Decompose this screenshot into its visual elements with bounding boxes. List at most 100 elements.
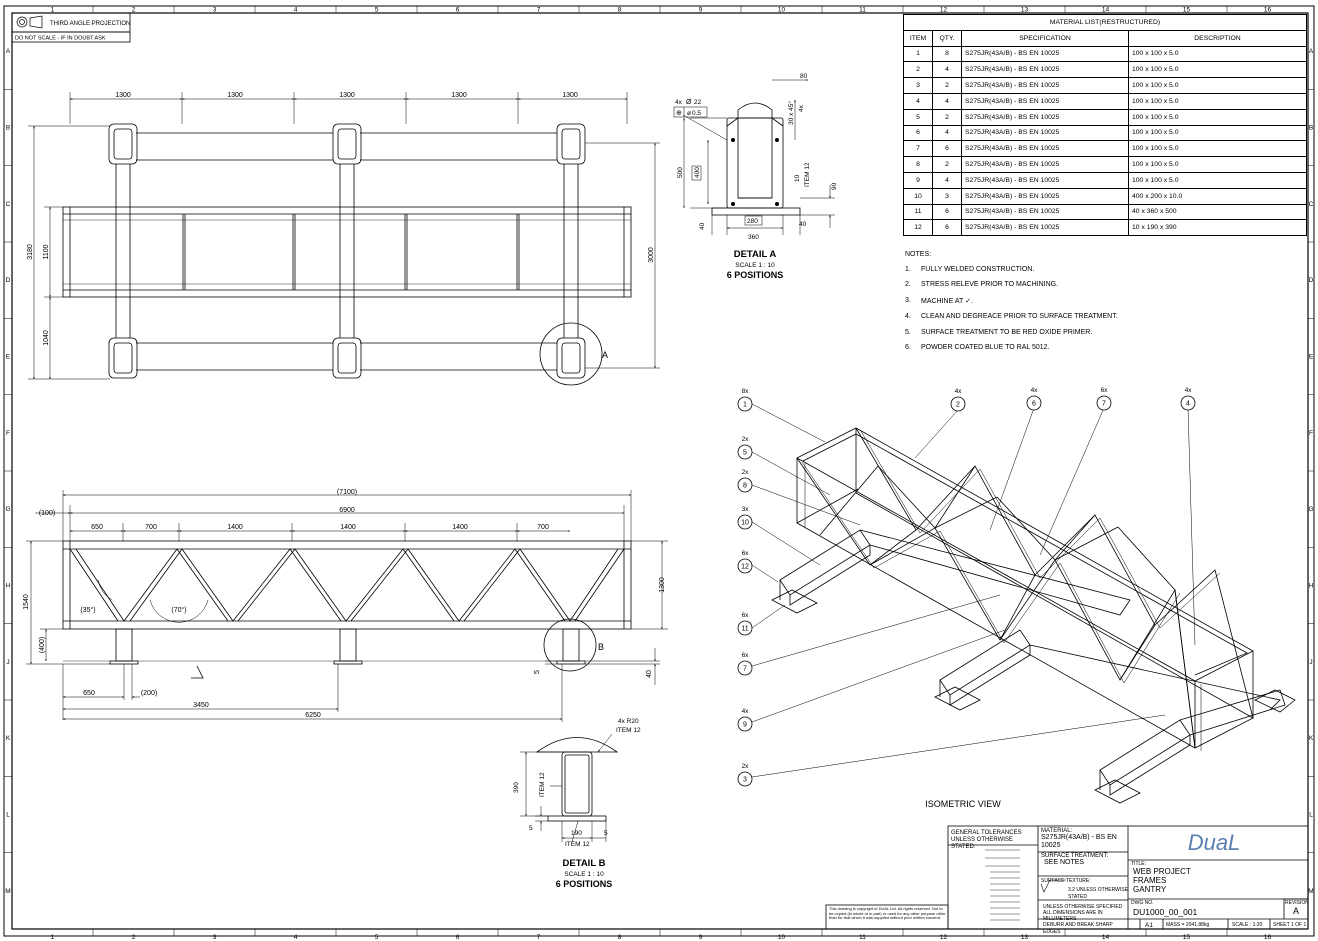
material-list-cell: 40 x 360 x 500 [1128, 203, 1307, 221]
material-list-cell: S275JR(43A/B) - BS EN 10025 [961, 77, 1129, 94]
balloon-number: 7 [743, 666, 747, 673]
note-item: 1.FULLY WELDED CONSTRUCTION. [905, 266, 1305, 273]
note-text: MACHINE AT ✓. [921, 297, 973, 305]
elevation-dimensions [26, 490, 668, 722]
detail-b-gap-left: 5 [529, 825, 533, 832]
detail-b-gap-right: 5 [604, 830, 608, 837]
elevation-bottom-dim-4: 6250 [305, 712, 321, 719]
elevation-bottom-dim-1: 650 [83, 690, 95, 697]
grid-column-label: 10 [778, 934, 786, 941]
projection-symbol-icon [16, 16, 28, 28]
material-list-cell: 100 x 100 x 5.0 [1128, 140, 1307, 158]
elevation-angle-2: (70°) [171, 606, 186, 614]
material-list-cell: 2 [903, 61, 933, 79]
grid-column-label: 9 [699, 7, 703, 14]
elevation-bay-6: 700 [537, 524, 549, 531]
elevation-legs [109, 628, 586, 665]
grid-column-label: 13 [1021, 7, 1029, 14]
detail-b-radius: 4x R20 [618, 718, 639, 725]
balloon-number: 12 [741, 564, 749, 571]
isometric-title: ISOMETRIC VIEW [925, 799, 1001, 809]
grid-column-label: 5 [375, 7, 379, 14]
elevation-bay-1: 650 [91, 524, 103, 531]
grid-row-label: K [6, 735, 11, 742]
note-item: 4.CLEAN AND DEGREACE PRIOR TO SURFACE TR… [905, 313, 1305, 320]
balloon-circle [737, 444, 753, 460]
grid-row-label: F [1309, 430, 1313, 437]
datum-triangle-icon [191, 665, 204, 679]
grid-row-label: A [1309, 48, 1314, 55]
material-list-cell: 6 [932, 219, 962, 237]
detail-a-drawing [711, 102, 801, 216]
isometric-balloons: 18x52x82x103x126x116x76x94x32x24x64x76x4… [737, 387, 1196, 787]
note-number: 5. [905, 328, 911, 336]
detail-a-dim-inner: 400 [694, 167, 701, 178]
tb-dwg-label: DWG NO. [1131, 900, 1154, 906]
grid-row-label: E [1309, 354, 1314, 361]
grid-column-label: 8 [618, 934, 622, 941]
note-text: CLEAN AND DEGREACE PRIOR TO SURFACE TREA… [921, 313, 1118, 321]
tb-mass: MASS = 2041.88kg [1166, 922, 1210, 928]
balloon-number: 11 [741, 626, 748, 633]
notes-heading: NOTES: [905, 251, 932, 258]
grid-row-label: F [6, 430, 10, 437]
plan-dim-beam-width: 1100 [43, 244, 50, 259]
grid-row-label: B [1309, 125, 1313, 132]
material-list-cell: 2 [932, 156, 962, 173]
detail-a-dim-base: 280 [747, 218, 758, 225]
balloon-circle [737, 396, 753, 412]
balloon-number: 1 [743, 402, 747, 409]
balloon-quantity: 6x [742, 652, 750, 659]
material-list-cell: 8 [932, 45, 962, 63]
detail-a-hole-dia: 22 [694, 99, 702, 106]
grid-row-label: M [5, 888, 10, 895]
grid-row-label: L [6, 812, 10, 819]
balloon-circle [1026, 395, 1042, 411]
balloon-number: 3 [743, 777, 747, 784]
grid-column-label: 3 [213, 7, 217, 14]
material-list-cell: S275JR(43A/B) - BS EN 10025 [961, 140, 1129, 158]
grid-column-label: 8 [618, 7, 622, 14]
grid-column-label: 10 [778, 7, 786, 14]
material-list-cell: 100 x 100 x 5.0 [1128, 171, 1307, 189]
tb-surface-label: SURFACE TREATMENT: [1041, 853, 1109, 859]
tb-material: S275JR(43A/B) - BS EN 10025 [1041, 834, 1117, 849]
balloon-quantity: 4x [955, 388, 963, 395]
balloon-quantity: 6x [742, 550, 750, 557]
grid-row-label: H [1309, 583, 1314, 590]
elevation-leg-height: (400) [39, 637, 46, 653]
grid-column-label: 4 [294, 934, 298, 941]
grid-column-label: 15 [1183, 7, 1191, 14]
grid-column-label: 16 [1264, 7, 1272, 14]
material-list-cell: 100 x 100 x 5.0 [1128, 108, 1307, 126]
material-list-title: MATERIAL LIST(RESTRUCTURED) [903, 14, 1307, 31]
isometric-leader-lines [751, 403, 1196, 778]
elevation-length-dim: 6900 [339, 507, 355, 514]
plan-dim-top-5: 1300 [562, 92, 578, 99]
material-list-cell: S275JR(43A/B) - BS EN 10025 [961, 61, 1129, 79]
grid-column-label: 14 [1102, 7, 1110, 14]
balloon-quantity: 2x [742, 469, 750, 476]
material-list-header-cell: QTY. [932, 29, 962, 47]
scale-note: DO NOT SCALE - IF IN DOUBT ASK [15, 36, 106, 42]
plan-dim-top-2: 1300 [227, 92, 243, 99]
note-item: 5.SURFACE TREATMENT TO BE RED OXIDE PRIM… [905, 329, 1305, 336]
note-number: 3. [905, 296, 911, 304]
note-item: 3. MACHINE AT ✓. [905, 297, 1305, 305]
material-list-cell: 400 x 200 x 10.0 [1128, 187, 1307, 205]
balloon-circle [737, 620, 753, 636]
balloon-number: 8 [743, 483, 747, 490]
detail-b-title: DETAIL B [563, 858, 606, 869]
balloon-number: 6 [1032, 401, 1036, 408]
elevation-bay-5: 1400 [452, 524, 468, 531]
plan-dim-top-3: 1300 [339, 92, 355, 99]
grid-column-label: 1 [51, 934, 55, 941]
grid-column-label: 15 [1183, 934, 1191, 941]
elevation-left-height: 1540 [23, 594, 30, 610]
tb-scale: SCALE : 1:20 [1232, 922, 1263, 928]
material-list-cell: 4 [932, 92, 962, 110]
